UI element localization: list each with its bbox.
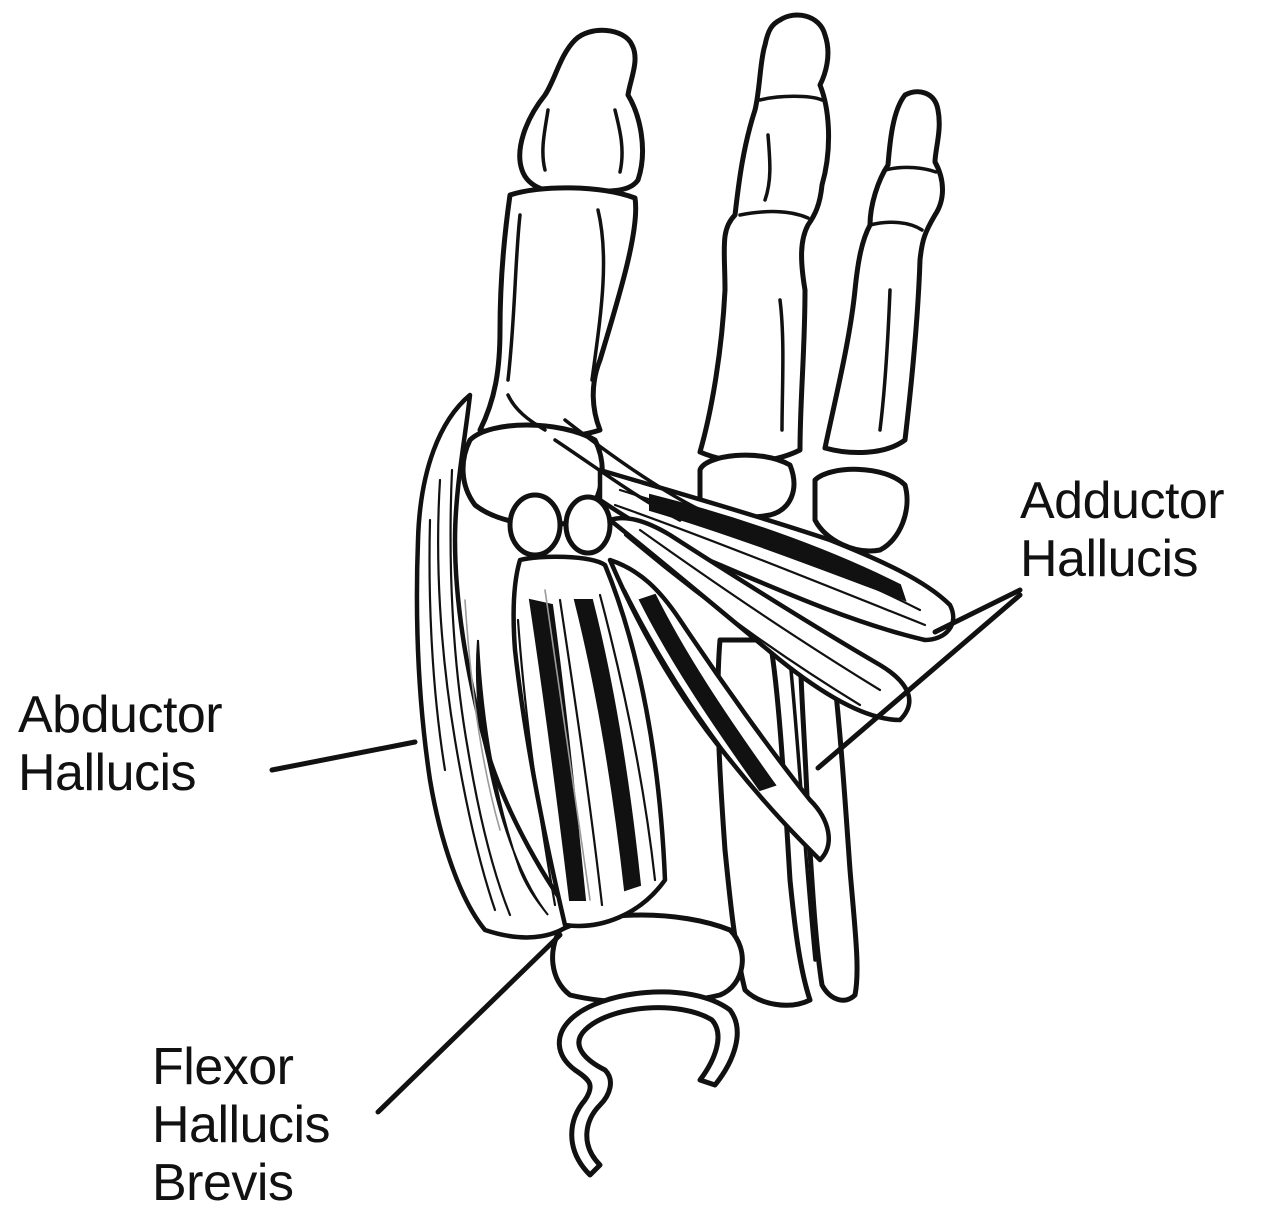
flexor-tendon-loop — [559, 992, 737, 1175]
abductor-hallucis-label: Abductor Hallucis — [18, 686, 222, 802]
abductor-label-line-1: Abductor — [18, 686, 222, 744]
flexor-label-line-1: Flexor — [152, 1038, 330, 1096]
adductor-hallucis-label: Adductor Hallucis — [1020, 472, 1224, 588]
second-toe — [700, 15, 829, 462]
adductor-label-line-2: Hallucis — [1020, 530, 1224, 588]
flexor-label-line-3: Brevis — [152, 1154, 330, 1212]
flexor-hallucis-brevis-label: Flexor Hallucis Brevis — [152, 1038, 330, 1212]
abductor-leader — [272, 742, 415, 770]
hallux-proximal-phalanx — [480, 188, 636, 438]
flexor-leader — [378, 935, 560, 1112]
flexor-label-line-2: Hallucis — [152, 1096, 330, 1154]
hallux-distal-phalanx — [520, 30, 643, 192]
adductor-label-line-1: Adductor — [1020, 472, 1224, 530]
third-toe — [825, 92, 943, 453]
abductor-label-line-2: Hallucis — [18, 744, 222, 802]
